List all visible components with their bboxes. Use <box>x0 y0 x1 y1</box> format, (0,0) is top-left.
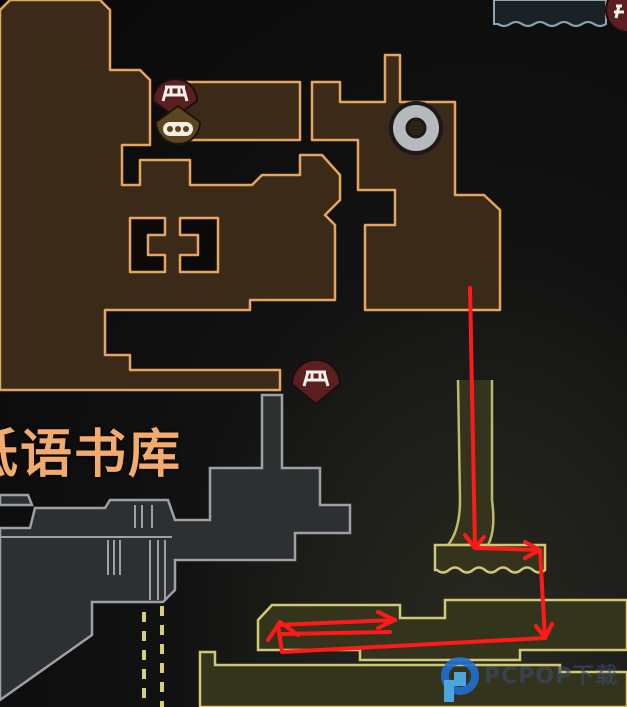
area-name-label: 低语书库 <box>0 424 183 485</box>
arrow-head <box>534 622 554 640</box>
bench-icon <box>290 359 342 406</box>
bench-marker[interactable] <box>151 78 199 119</box>
arrow-head <box>376 610 397 630</box>
grey-room-upper <box>0 493 34 507</box>
dashed-shaft <box>142 606 164 707</box>
room-right-complex <box>310 53 502 312</box>
bench-icon <box>151 78 199 119</box>
route-segment <box>280 630 392 636</box>
room-left-complex <box>0 0 342 392</box>
watermark-text: PCPOP下载 <box>484 664 619 689</box>
yellow-rooms <box>198 379 627 707</box>
arrow-head <box>266 620 300 642</box>
watermark-logo-icon <box>441 657 479 702</box>
yellow-room-bottom <box>198 650 627 707</box>
route-arrows <box>266 286 554 654</box>
grey-room-main <box>0 393 352 702</box>
explored-rooms <box>0 0 502 392</box>
room-inner-holes <box>128 216 220 274</box>
room-top-right <box>493 0 607 27</box>
bench-marker[interactable] <box>605 0 627 33</box>
yellow-room-lower <box>256 598 627 662</box>
grey-disc-marker[interactable] <box>389 101 443 155</box>
arrow-head <box>463 533 486 550</box>
yellow-room-mid <box>433 543 547 574</box>
bell-shrine-marker[interactable] <box>154 104 202 145</box>
grey-gate <box>0 505 172 600</box>
watermark-logo: PCPOP下载 <box>440 650 627 705</box>
bench-marker[interactable] <box>290 359 342 406</box>
grey-rooms <box>0 393 352 707</box>
arrow-head <box>523 540 542 560</box>
